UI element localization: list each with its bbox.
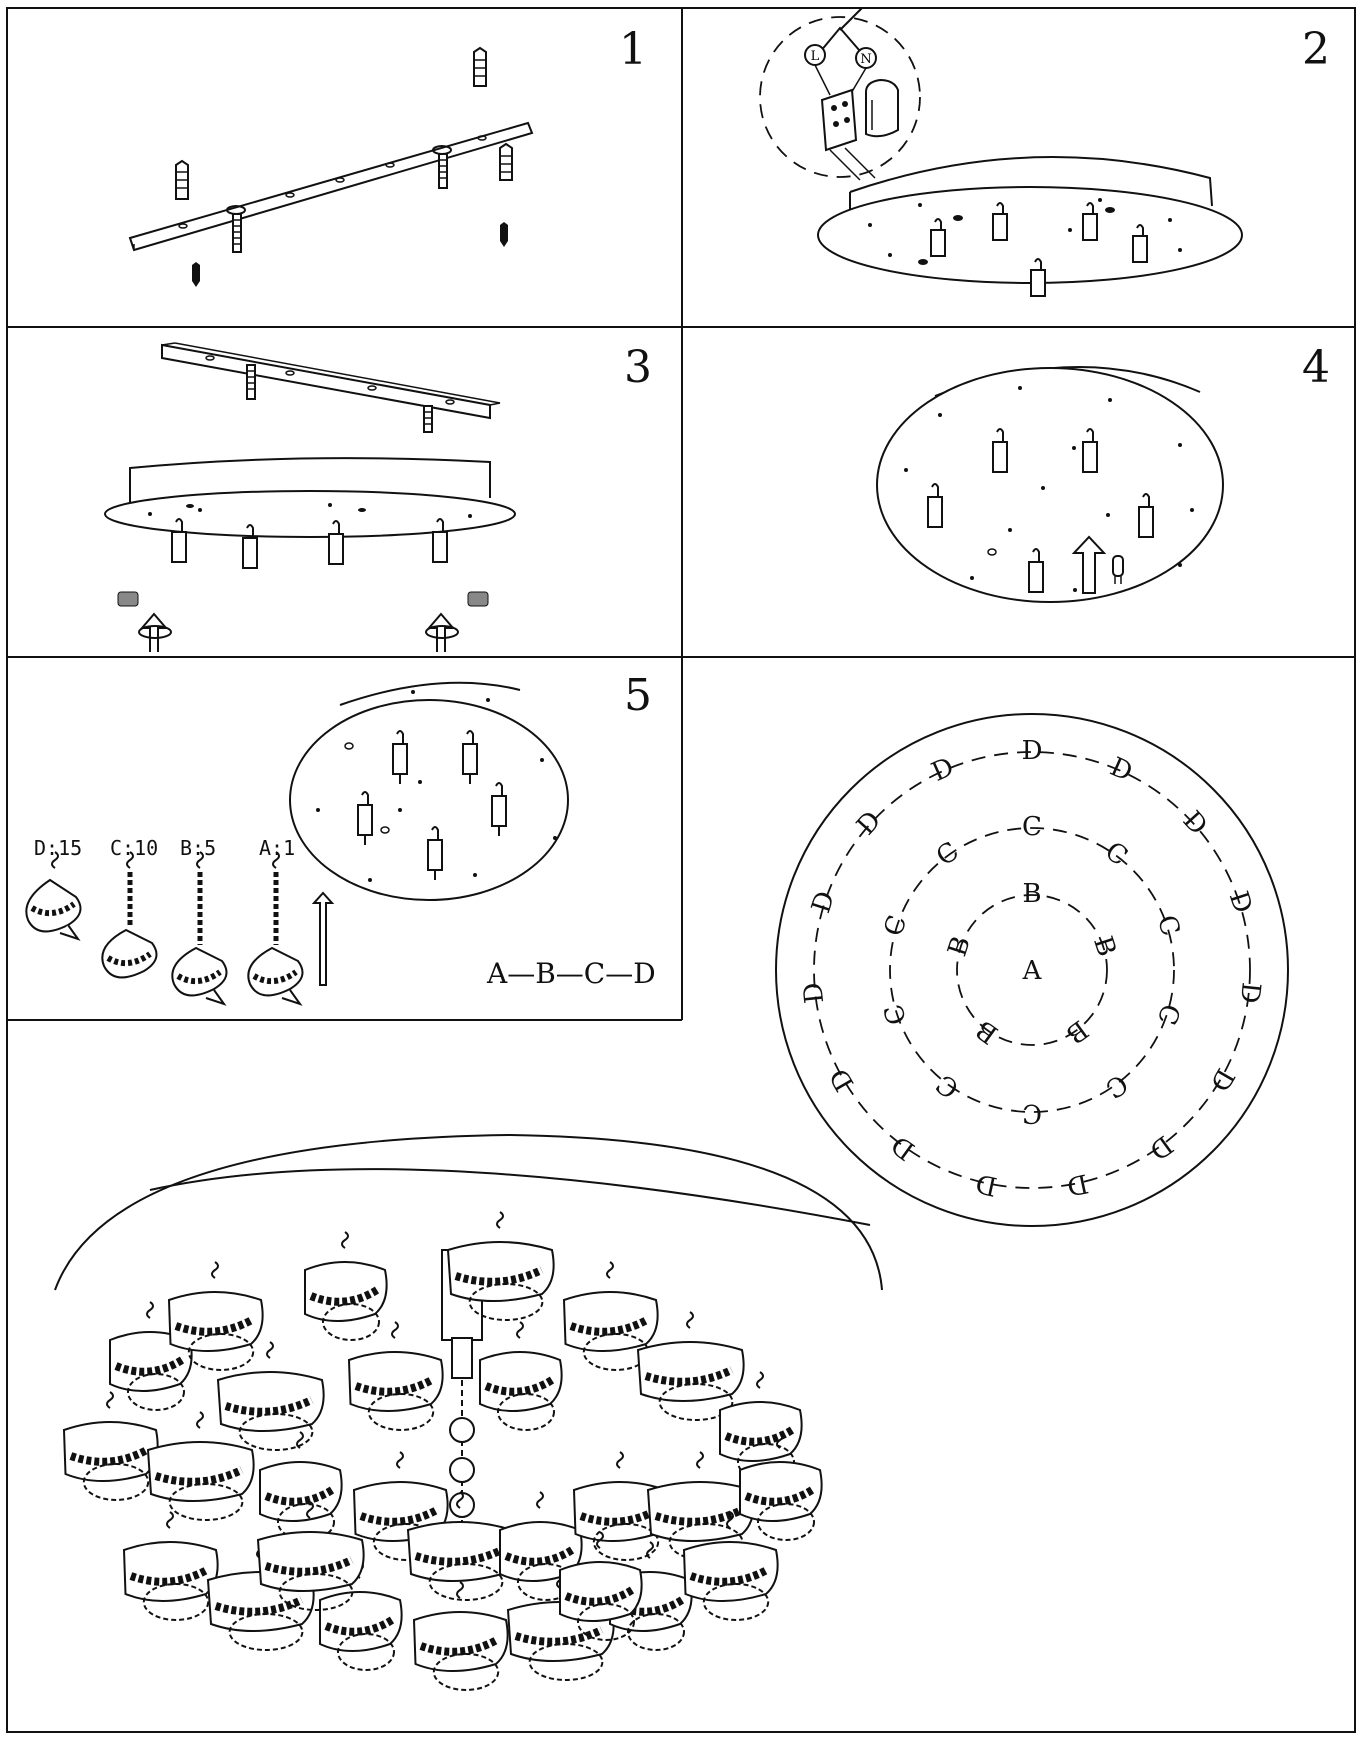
ribbon-pendant <box>62 1391 159 1501</box>
ribbon-pendant <box>636 1311 745 1421</box>
crystal-ribbon-pendants <box>62 1211 823 1691</box>
live-terminal-label: L <box>811 49 820 64</box>
canopy-step3 <box>104 457 516 538</box>
neutral-terminal-label: N <box>860 52 871 67</box>
ribbon-pendant <box>479 1321 563 1431</box>
step-1-panel: 1 <box>7 8 682 327</box>
step-4-panel: 4 <box>682 327 1355 657</box>
wiring-detail-callout: L N <box>759 7 921 181</box>
lamp-holder-icon <box>357 730 507 880</box>
lamp-holder-icon <box>927 428 1154 593</box>
ring-c <box>889 827 1175 1113</box>
ring-b <box>956 894 1108 1046</box>
ribbon-pendant <box>446 1211 555 1321</box>
ring-d-letter: D <box>798 981 830 1005</box>
ribbon-pendant <box>256 1501 365 1611</box>
ribbon-pendant <box>572 1451 669 1561</box>
ribbon-pendant <box>347 1321 444 1431</box>
ribbon-pendant <box>739 1431 823 1541</box>
lamp-holder-icon <box>171 518 448 569</box>
ribbon-pendant <box>406 1491 515 1601</box>
ribbon-pendant <box>304 1231 388 1341</box>
ring-a-label: A <box>1022 956 1043 986</box>
ring-d-letter: D <box>1022 736 1043 766</box>
step-3-panel: 3 <box>7 327 682 657</box>
ring-d-letter: D <box>1234 981 1266 1005</box>
up-arrow-icon <box>311 891 335 986</box>
pendant-a-count: A:1 <box>259 836 296 860</box>
ring-d <box>813 751 1251 1189</box>
terminal-block-icon <box>820 88 858 152</box>
step-2-panel: 2 <box>682 8 1355 327</box>
ring-b-letter: B <box>1022 879 1041 909</box>
cover-cap-icon <box>865 78 899 138</box>
pendant-c-icon <box>101 851 158 979</box>
pendant-c-count: C:10 <box>110 836 159 860</box>
up-arrow-icon <box>1071 535 1107 594</box>
ribbon-pendant <box>559 1531 643 1641</box>
rotate-arrow-icon <box>138 612 459 652</box>
threaded-rod-right <box>438 153 448 189</box>
ribbon-pendant <box>682 1511 779 1621</box>
mounting-bar-step3 <box>161 342 501 433</box>
ribbon-pendant <box>109 1301 193 1411</box>
ring-c-letter: C <box>1022 812 1042 842</box>
step-5-number: 5 <box>624 670 652 721</box>
chandelier-canopy <box>54 1133 883 1291</box>
step-2-number: 2 <box>1302 24 1330 75</box>
pendant-b-icon <box>171 851 228 1006</box>
lamp-holder-icon <box>930 202 1148 297</box>
screw-icon <box>192 222 508 287</box>
step-1-number: 1 <box>619 24 647 75</box>
ribbon-pendant <box>122 1511 219 1621</box>
ribbon-pendant <box>412 1581 509 1691</box>
pendant-d-icon <box>25 851 82 941</box>
step-3-number: 3 <box>624 342 652 393</box>
step-4-number: 4 <box>1302 342 1330 393</box>
ribbon-pendant <box>216 1341 325 1451</box>
ribbon-pendant <box>562 1261 659 1371</box>
pendant-a-icon <box>247 851 304 1006</box>
bulb-icon <box>1112 555 1124 584</box>
pendant-b-count: B:5 <box>180 836 217 860</box>
threaded-rod-left <box>232 213 242 253</box>
canopy-step4 <box>876 365 1224 603</box>
ribbon-pendant <box>259 1431 343 1541</box>
cap-nut-icon <box>117 591 489 607</box>
ribbon-pendant <box>146 1411 255 1521</box>
canopy-step5 <box>289 681 569 901</box>
ribbon-pendant <box>167 1261 264 1371</box>
ring-c-letter: C <box>1022 1098 1042 1128</box>
wall-anchor-icon <box>175 46 513 200</box>
layout-outer-circle <box>775 713 1289 1227</box>
hanging-sequence: A—B—C—D <box>487 957 656 990</box>
step-5-panel: 5 D:15 C:10 B:5 A:1 A—B—C—D <box>7 657 682 1020</box>
